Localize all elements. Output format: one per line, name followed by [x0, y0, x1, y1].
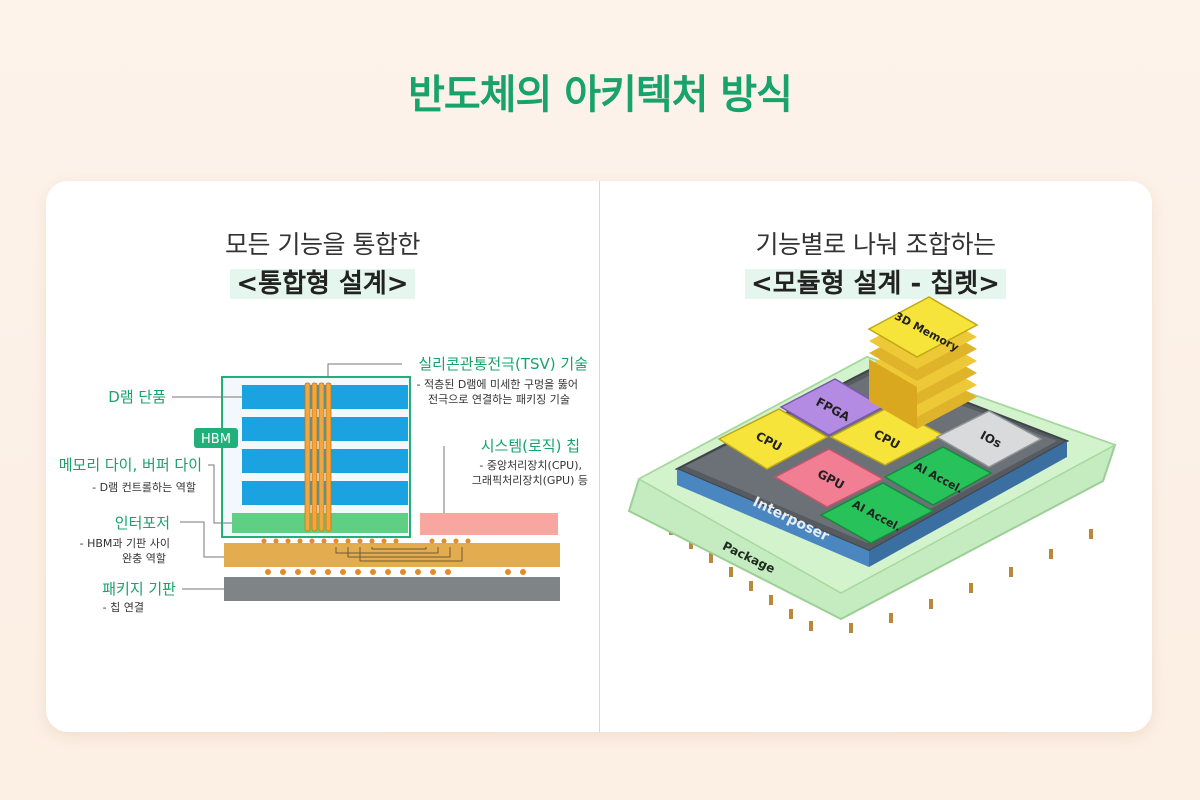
interposer-routing: [335, 547, 463, 562]
left-heading-text: <통합형 설계>: [230, 269, 415, 299]
chip-ios: [935, 410, 1043, 468]
dram-die: [242, 385, 408, 409]
label-tsv: 실리콘관통전극(TSV) 기술: [418, 355, 588, 373]
dram-die: [242, 417, 408, 441]
system-logic-chip: [420, 513, 558, 535]
right-heading-text: <모듈형 설계 - 칩렛>: [745, 269, 1006, 299]
label-interposer: 인터포저: [115, 514, 170, 532]
panel-divider: [599, 181, 600, 732]
right-subtitle: 기능별로 나눠 조합하는: [755, 230, 996, 259]
label-tsv-desc1: - 적층된 D램에 미세한 구멍을 뚫어: [417, 378, 578, 391]
label-system-chip-desc2: 그래픽처리장치(GPU) 등: [472, 474, 588, 487]
right-heading: <모듈형 설계 - 칩렛>: [599, 263, 1152, 300]
integrated-design-diagram: HBM D램 단품 메모리 다이, 버퍼 다이 - D램 컨트롤하는 역할 인터…: [59, 355, 588, 614]
chip-cpu-1: [717, 408, 829, 470]
micro-bumps: [261, 538, 471, 544]
chip-gpu: [773, 448, 885, 508]
chip-ai-accel-2: [883, 446, 993, 506]
dram-die: [242, 449, 408, 473]
substrate-bumps: [265, 569, 526, 575]
interposer-side-right: [869, 441, 1067, 567]
package-substrate: [224, 577, 560, 601]
dram-die: [242, 481, 408, 505]
label-system-chip-desc1: - 중앙처리장치(CPU),: [479, 459, 582, 472]
page-title: 반도체의 아키텍처 방식: [408, 72, 793, 118]
leader-lines: [172, 363, 445, 590]
chip-ai-accel-1: [819, 482, 935, 544]
label-dram: D램 단품: [108, 388, 166, 406]
tsv-pillars: [304, 382, 332, 532]
left-heading: <통합형 설계>: [46, 263, 599, 300]
label-system-chip: 시스템(로직) 칩: [481, 437, 580, 455]
label-memory-die: 메모리 다이, 버퍼 다이: [59, 456, 202, 474]
label-substrate-desc: - 칩 연결: [103, 601, 144, 614]
comparison-card: 모든 기능을 통합한 <통합형 설계>: [46, 181, 1152, 732]
left-subtitle: 모든 기능을 통합한: [225, 230, 420, 259]
interposer-layer: [224, 543, 560, 567]
label-memory-die-desc: - D램 컨트롤하는 역할: [92, 480, 196, 494]
label-interposer-desc2: 완충 역할: [122, 552, 166, 565]
interposer-side-left: [677, 469, 869, 567]
hbm-tag-text: HBM: [201, 432, 231, 447]
chip-3d-memory-stack: [867, 296, 979, 429]
chiplet-design-diagram: CPU FPGA CPU GPU AI Accel. AI Accel. IOs…: [627, 296, 1117, 633]
label-tsv-desc2: 전극으로 연결하는 패키징 기술: [428, 392, 570, 406]
label-interposer-desc1: - HBM과 기판 사이: [80, 537, 170, 550]
label-substrate: 패키지 기판: [102, 580, 176, 598]
hbm-tag: [194, 428, 238, 448]
